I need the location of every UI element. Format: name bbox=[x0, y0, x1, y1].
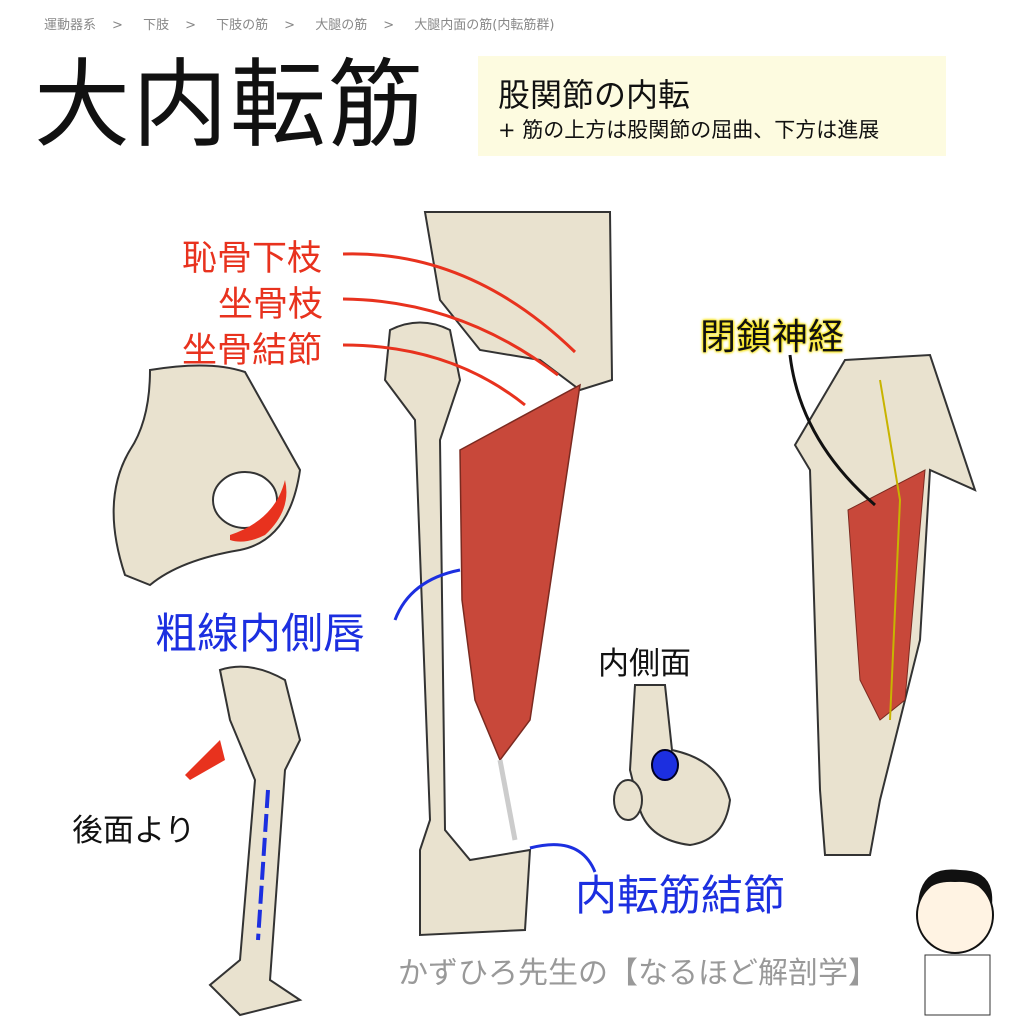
breadcrumb-item[interactable]: 大腿内面の筋(内転筋群) bbox=[414, 18, 555, 33]
label-posterior-view: 後面より bbox=[72, 813, 196, 849]
breadcrumb-item[interactable]: 運動器系 bbox=[44, 18, 97, 33]
mascot-avatar bbox=[916, 869, 994, 1016]
label-inferior-pubic-ramus: 恥骨下枝 bbox=[182, 239, 323, 279]
medial-view bbox=[613, 684, 732, 847]
credit: かずひろ先生の【なるほど解剖学】 bbox=[398, 956, 878, 991]
label-linea-aspera: 粗線内側唇 bbox=[155, 609, 366, 658]
label-obturator-nerve: 閉鎖神経 bbox=[700, 317, 845, 358]
label-adductor-tubercle: 内転筋結節 bbox=[575, 871, 786, 920]
origin-area bbox=[230, 480, 287, 542]
breadcrumb-item[interactable]: 下肢の筋 bbox=[216, 18, 269, 33]
hip-inset bbox=[112, 364, 302, 587]
page-title: 大内転筋 bbox=[34, 49, 426, 161]
breadcrumb: 運動器系> 下肢> 下肢の筋> 大腿の筋> 大腿内面の筋(内転筋群) bbox=[44, 18, 555, 33]
label-medial-view: 内側面 bbox=[598, 646, 691, 682]
label-ischial-ramus: 坐骨枝 bbox=[218, 285, 324, 325]
action-box: 股関節の内転 + 筋の上方は股関節の屈曲、下方は進展 bbox=[478, 56, 946, 156]
label-ischial-tuberosity: 坐骨結節 bbox=[182, 331, 323, 371]
breadcrumb-item[interactable]: 大腿の筋 bbox=[315, 18, 368, 33]
posterior-femur bbox=[185, 665, 303, 1017]
adductor-magnus-muscle bbox=[459, 383, 581, 762]
breadcrumb-item[interactable]: 下肢 bbox=[143, 18, 170, 33]
nerve-view bbox=[793, 353, 977, 856]
origin-arrows bbox=[342, 252, 577, 407]
action-main: 股関節の内転 bbox=[498, 76, 691, 114]
insertion-arrows bbox=[393, 568, 597, 873]
main-femur bbox=[383, 211, 614, 937]
action-sub: + 筋の上方は股関節の屈曲、下方は進展 bbox=[498, 118, 880, 142]
nerve-arrow bbox=[788, 354, 876, 507]
